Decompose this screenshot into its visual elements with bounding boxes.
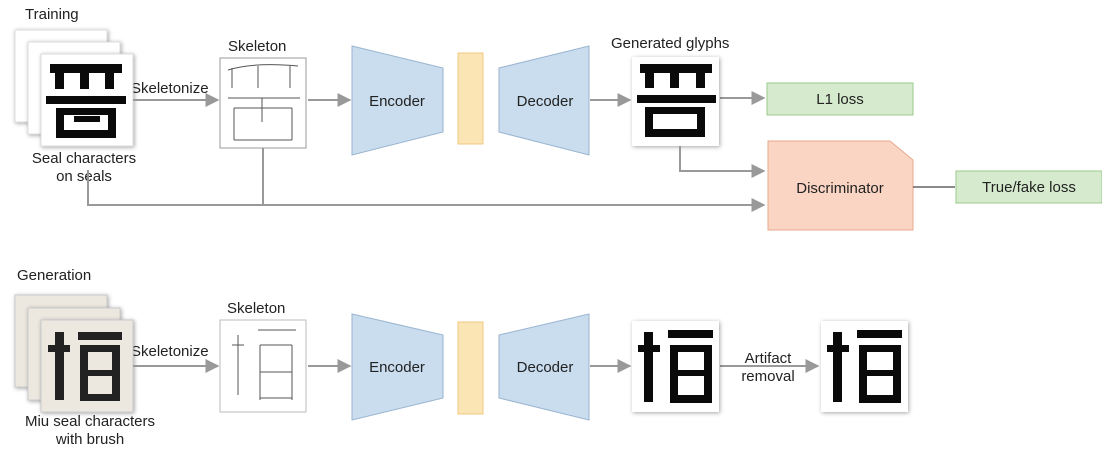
artifact-removal-line1: Artifact [744,350,792,367]
generation-encoder: Encoder [351,313,444,421]
training-skeletonize-label: Skeletonize [131,80,209,97]
training-input-caption-line1: Seal characters [31,150,137,167]
training-decoder-label: Decoder [517,93,574,110]
training-input-caption: Seal characters on seals [14,150,154,186]
training-input-stack [14,29,134,147]
generation-input-caption-line2: with brush [55,431,125,448]
generation-input-caption-line1: Miu seal characters [24,413,156,430]
generated-glyphs-title: Generated glyphs [611,35,730,52]
training-encoder-label: Encoder [369,93,425,110]
generation-input-stack [14,294,134,413]
generation-skeleton-title: Skeleton [227,300,286,317]
training-skeleton-image [219,57,307,149]
discriminator-box: Discriminator [767,140,914,231]
generation-decoder-label: Decoder [517,359,574,376]
artifact-removal-line2: removal [741,368,795,385]
generation-skeletonize-label: Skeletonize [131,343,209,360]
artifact-removed-glyph-image [821,321,908,412]
training-encoder: Encoder [351,45,444,156]
generation-encoder-label: Encoder [369,359,425,376]
generation-input-caption: Miu seal characters with brush [0,413,180,449]
training-latent [457,52,484,145]
discriminator-label: Discriminator [796,180,884,197]
generation-section-title: Generation [17,267,92,284]
generated-glyph-image [632,57,719,146]
generation-latent [457,321,484,415]
training-decoder: Decoder [498,45,590,156]
artifact-removal-label: Artifact removal [728,350,808,386]
l1-loss-box: L1 loss [766,82,914,116]
truefake-loss-label: True/fake loss [982,179,1076,196]
truefake-loss-box: True/fake loss [955,170,1102,204]
training-section-title: Training [25,6,79,23]
generation-skeleton-image [219,319,307,413]
training-input-caption-line2: on seals [56,168,112,185]
generation-output-glyph-image [632,321,719,412]
generation-decoder: Decoder [498,313,590,421]
l1-loss-label: L1 loss [816,91,864,108]
brush-glyph-image [48,332,122,401]
training-skeleton-title: Skeleton [228,38,287,55]
seal-glyph-image [46,64,126,138]
